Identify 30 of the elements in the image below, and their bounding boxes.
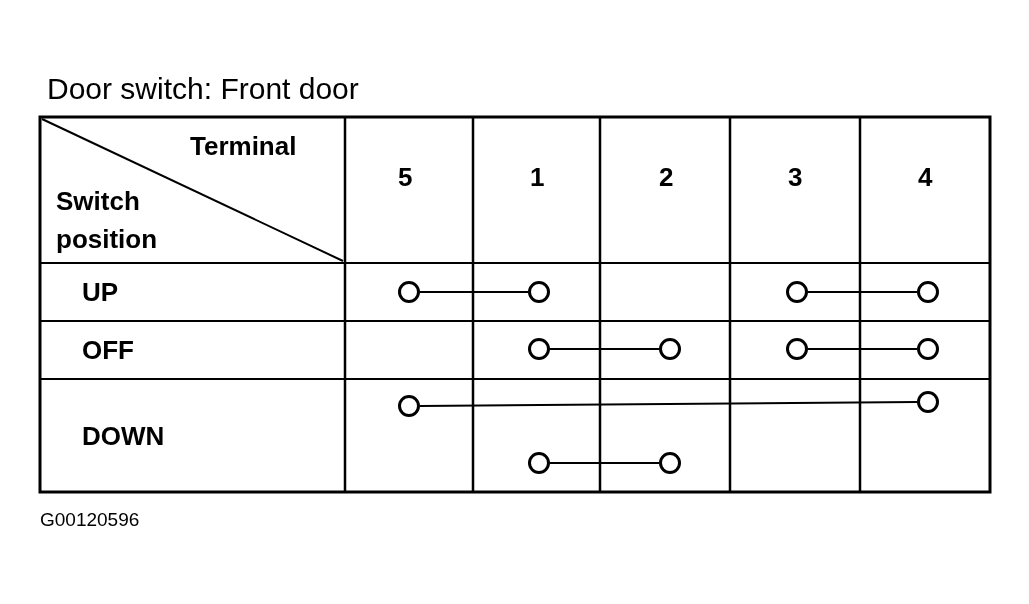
header-label: Switch position (56, 185, 159, 256)
terminal-contact-circle (528, 281, 550, 303)
terminal-contact-circle (786, 338, 808, 360)
terminal-contact-circle (917, 281, 939, 303)
terminal-contact-circle (398, 281, 420, 303)
terminal-contact-circle (659, 338, 681, 360)
terminal-contact-circle (917, 391, 939, 413)
switch-position: OFF (82, 336, 134, 365)
connection-line (807, 348, 918, 350)
terminal-contact-circle (786, 281, 808, 303)
terminal-number: 5 (398, 163, 413, 192)
figure-code: G00120596 (40, 510, 140, 531)
connection-line (419, 401, 918, 407)
switch-position: UP (82, 278, 119, 307)
terminal-number: 3 (788, 163, 803, 192)
connection-line (549, 462, 660, 464)
connection-line (419, 291, 529, 293)
terminal-contact-circle (659, 452, 681, 474)
terminal-contact-circle (917, 338, 939, 360)
terminal-number: 4 (918, 163, 933, 192)
terminal-contact-circle (398, 395, 420, 417)
terminal-contact-circle (528, 452, 550, 474)
switch-position: DOWN (82, 422, 165, 451)
terminal-number: 2 (659, 163, 674, 192)
terminal-contact-circle (528, 338, 550, 360)
header-label: Terminal (190, 132, 297, 161)
terminal-number: 1 (530, 163, 545, 192)
diagram-title: Door switch: Front door (47, 72, 359, 105)
connection-line (807, 291, 918, 293)
connection-line (549, 348, 660, 350)
